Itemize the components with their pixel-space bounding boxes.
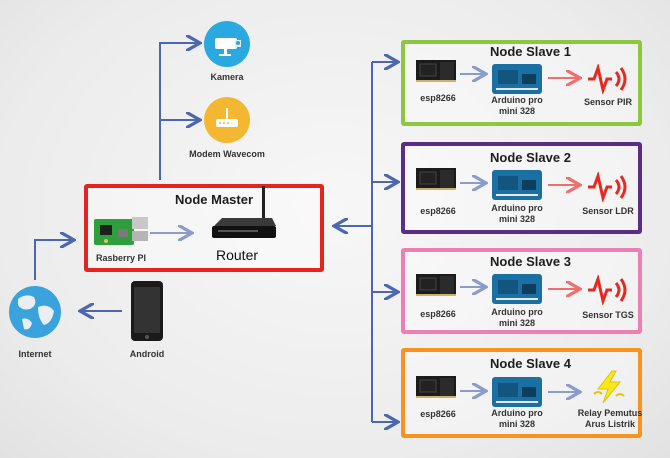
esp8266-label: esp8266 xyxy=(420,206,456,216)
arduino-label-line1: Arduino pro xyxy=(491,203,543,213)
internet-label: Internet xyxy=(18,349,52,359)
node-slave-2-title: Node Slave 2 xyxy=(490,150,571,165)
esp8266-label: esp8266 xyxy=(420,409,456,419)
node-slave-1-title: Node Slave 1 xyxy=(490,44,571,59)
arduino-label-line2: mini 328 xyxy=(498,318,536,328)
esp8266-module-icon xyxy=(416,272,460,298)
node-master-title: Node Master xyxy=(175,192,254,207)
arduino-label-line1: Arduino pro xyxy=(491,408,543,418)
arduino-board-icon xyxy=(492,64,542,94)
arduino-board-icon xyxy=(492,377,542,407)
raspberry-pi-icon xyxy=(92,213,150,247)
globe-icon xyxy=(8,285,62,339)
camera-label: Kamera xyxy=(210,72,244,82)
sensor-label: Sensor PIR xyxy=(583,97,632,107)
pulse-sensor-icon xyxy=(588,273,628,307)
router-label: Router xyxy=(216,247,259,263)
esp8266-module-icon xyxy=(416,166,460,192)
arduino-label-line1: Arduino pro xyxy=(491,95,543,105)
modem-label: Modem Wavecom xyxy=(189,149,265,159)
esp8266-module-icon xyxy=(416,374,460,400)
esp8266-label: esp8266 xyxy=(420,93,456,103)
node-slave-3-title: Node Slave 3 xyxy=(490,254,571,269)
node-slave-4-title: Node Slave 4 xyxy=(490,356,571,371)
slave-inner-arrows xyxy=(460,74,578,392)
pulse-sensor-icon xyxy=(588,170,628,204)
arduino-label-line2: mini 328 xyxy=(498,214,536,224)
sensor-label: Sensor TGS xyxy=(582,310,634,320)
arduino-board-icon xyxy=(492,170,542,200)
esp8266-module-icon xyxy=(416,58,460,84)
arduino-board-icon xyxy=(492,274,542,304)
arrow-internet-to-master xyxy=(34,240,72,280)
arduino-label-line2: mini 328 xyxy=(498,419,536,429)
arduino-label-line2: mini 328 xyxy=(498,106,536,116)
lightning-relay-icon xyxy=(592,370,626,404)
relay-label-line2: Arus Listrik xyxy=(584,419,635,429)
camera-icon xyxy=(204,21,250,67)
router-icon xyxy=(208,186,278,246)
smartphone-icon xyxy=(130,280,164,342)
esp8266-label: esp8266 xyxy=(420,309,456,319)
raspberry-pi-label: Rasberry PI xyxy=(95,253,147,263)
pulse-sensor-icon xyxy=(588,62,628,96)
modem-icon xyxy=(204,97,250,143)
android-label: Android xyxy=(129,349,165,359)
arduino-label-line1: Arduino pro xyxy=(491,307,543,317)
relay-label-line1: Relay Pemutus xyxy=(577,408,643,418)
sensor-label: Sensor LDR xyxy=(582,206,634,216)
arrow-to-camera xyxy=(159,43,198,180)
